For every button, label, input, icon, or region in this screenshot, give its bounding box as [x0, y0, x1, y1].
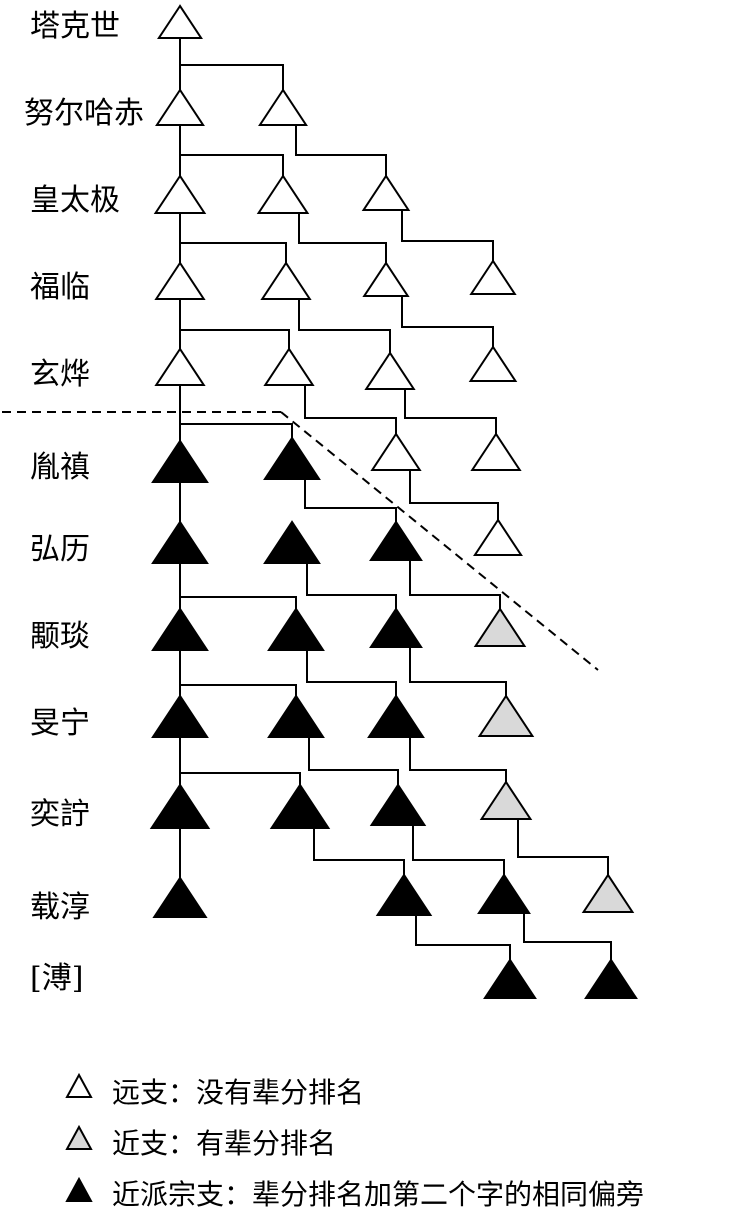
core-branch-node [477, 873, 531, 914]
core-branch-node [369, 607, 423, 648]
lineage-connector [300, 827, 405, 875]
lineage-connector [390, 388, 497, 434]
generation-labels: 塔克世 努尔哈赤 皇太极 福临 玄烨 胤禛 弘历 颙琰 旻宁 奕詝 载淳 [溥] [24, 9, 144, 996]
near-branch-node [477, 694, 535, 737]
core-branch-node [269, 783, 331, 829]
lineage-connector [504, 912, 612, 960]
distant-branch-node [468, 345, 518, 382]
lineage-connector [396, 559, 501, 609]
distant-branch-node [364, 351, 416, 390]
lineage-connector [396, 469, 499, 520]
distant-branch-node [362, 261, 410, 297]
lineage-connector [180, 772, 301, 785]
core-branch-node [584, 958, 638, 999]
lineage-connector [506, 818, 609, 875]
lineage-connector [296, 649, 397, 696]
near-branch-node [473, 607, 527, 647]
core-branch-node [151, 520, 209, 564]
distant-branch-node [154, 261, 206, 300]
generation-label: 载淳 [30, 890, 90, 925]
lineage-connector [180, 596, 297, 609]
distant-branch-node [361, 174, 411, 211]
distant-branch-node [157, 4, 203, 39]
distant-branch-node [153, 174, 207, 214]
core-branch-node [152, 876, 208, 918]
legend-distant-icon [65, 1072, 93, 1098]
generation-label: 胤禛 [30, 450, 90, 485]
core-branch-node [149, 783, 211, 829]
near-branch-node [581, 873, 635, 913]
legend-core-icon [65, 1176, 93, 1202]
near-branch-node [479, 780, 533, 820]
distant-branch-node [260, 261, 312, 300]
core-branch-node [151, 694, 209, 738]
lineage-connector [283, 124, 387, 176]
lineage-connector [396, 736, 507, 782]
lineage-connector [292, 478, 397, 522]
lineage-connector [386, 209, 494, 261]
core-branch-node [263, 436, 321, 480]
lineage-connector [283, 212, 387, 263]
distant-branch-node [263, 347, 315, 386]
legend-near-icon [65, 1124, 93, 1150]
core-branch-node [375, 873, 433, 916]
core-branch-node [369, 520, 423, 561]
lineage-connector [404, 914, 511, 960]
lineage-connector [180, 242, 287, 263]
lineage-connector [289, 384, 397, 434]
lineage-connector [386, 295, 494, 347]
core-branch-node [483, 958, 537, 999]
lineage-connector [292, 562, 397, 609]
core-branch-node [369, 783, 427, 826]
generation-label: 努尔哈赤 [24, 96, 144, 131]
distant-branch-node [469, 259, 517, 295]
distant-branch-node [470, 432, 522, 471]
core-branch-node [367, 694, 425, 738]
legend-near-label: 近支：有辈分排名 [112, 1127, 336, 1160]
generation-label: 旻宁 [30, 706, 90, 741]
distant-branch-node [155, 88, 205, 126]
lineage-connector [398, 824, 505, 875]
generation-label: 福临 [30, 270, 90, 305]
generation-label: [溥] [30, 961, 83, 996]
legend: 远支：没有辈分排名 近支：有辈分排名 近派宗支：辈分排名加第二个字的相同偏旁 [65, 1072, 644, 1207]
distant-branch-node [154, 347, 206, 386]
branch-boundary-line [280, 411, 599, 671]
core-branch-node [151, 607, 209, 651]
distant-branch-node [256, 174, 310, 214]
core-branch-node [267, 694, 325, 738]
generation-label: 塔克世 [30, 9, 120, 44]
branch-boundary-lines [2, 411, 599, 671]
lineage-connector [396, 646, 507, 696]
legend-distant-label: 远支：没有辈分排名 [112, 1076, 364, 1109]
lineage-connector [180, 64, 284, 90]
lineage-connector [180, 329, 290, 349]
distant-branch-node [258, 88, 308, 126]
core-branch-node [267, 607, 325, 651]
generation-label: 弘历 [30, 532, 90, 567]
generation-label: 奕詝 [30, 797, 90, 832]
lineage-connector [286, 298, 391, 353]
legend-core-label: 近派宗支：辈分排名加第二个字的相同偏旁 [112, 1178, 644, 1207]
lineage-connector [180, 684, 297, 696]
generation-label: 颙琰 [30, 619, 90, 654]
lineage-nodes [149, 4, 638, 999]
distant-branch-node [473, 518, 523, 556]
core-branch-node [151, 439, 209, 483]
core-branch-node [263, 520, 321, 564]
lineage-connector [180, 154, 284, 176]
lineage-connector [296, 736, 399, 785]
distant-branch-node [370, 432, 422, 471]
generation-label: 皇太极 [30, 183, 120, 218]
generation-label: 玄烨 [30, 357, 90, 392]
lineage-connector [180, 423, 293, 438]
